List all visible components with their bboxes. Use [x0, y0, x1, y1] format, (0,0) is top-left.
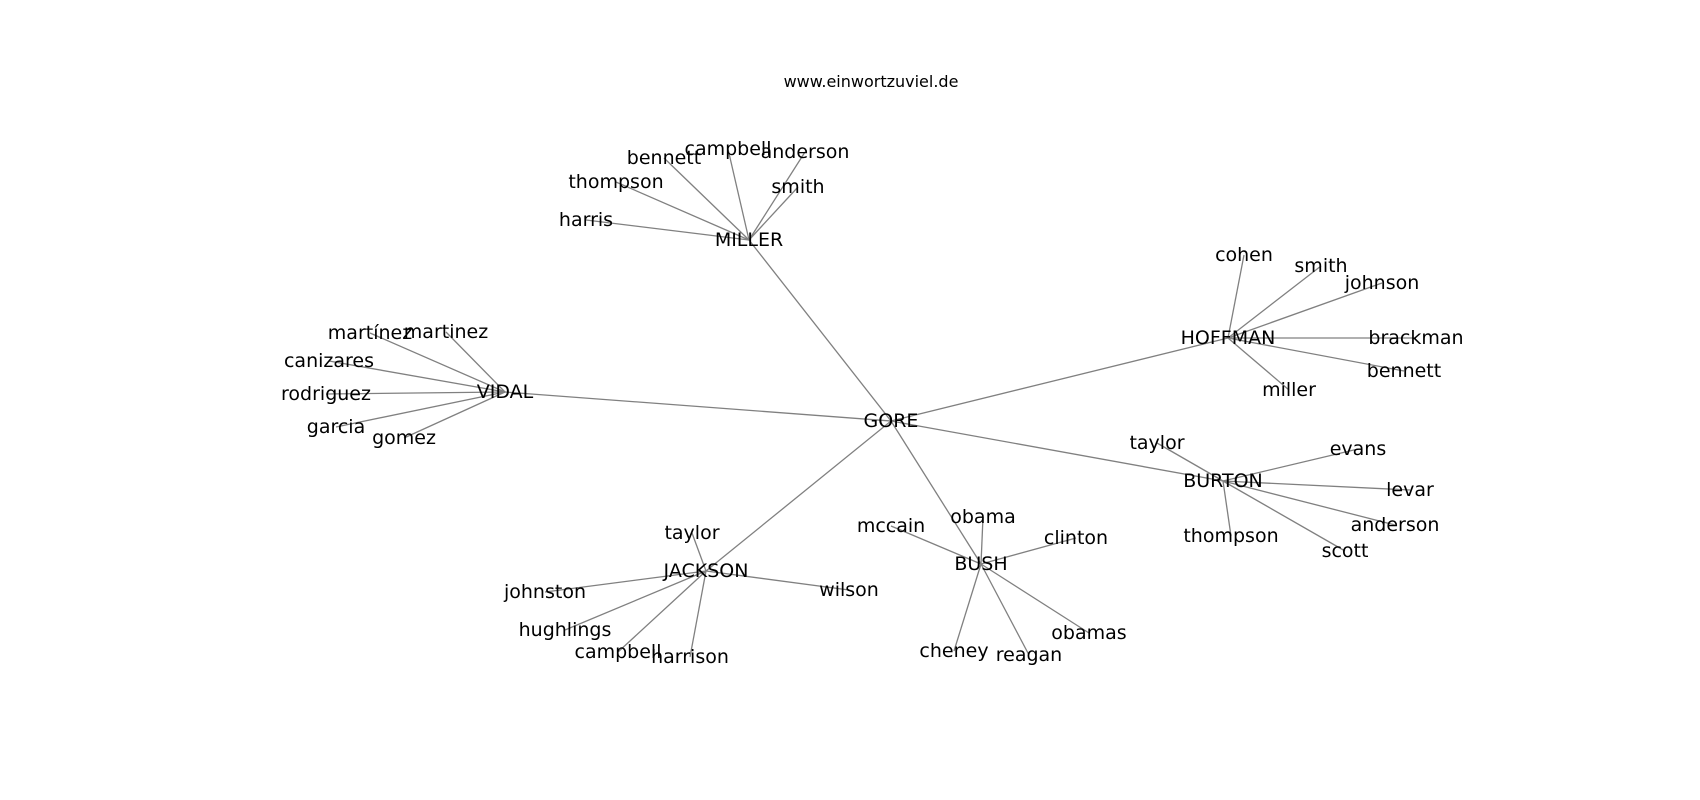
edge-burton-burton-scott — [1222, 480, 1346, 552]
node-bush-obamas: obamas — [1051, 622, 1126, 644]
edge-hoffman-hoffman-miller — [1227, 337, 1290, 391]
node-bush: BUSH — [954, 553, 1007, 575]
edge-miller-miller-anderson — [748, 151, 806, 241]
node-hoffman-cohen: cohen — [1215, 244, 1273, 266]
edge-jackson-jackson-wilson — [705, 570, 850, 591]
graph-labels: GORE MILLER VIDAL HOFFMAN BURTON BUSH JACKSON b… — [281, 138, 1464, 668]
node-vidal-martinez-accent: martínez — [328, 322, 412, 344]
edge-hoffman-hoffman-smith — [1227, 265, 1322, 339]
edge-bush-bush-reagan — [980, 563, 1030, 656]
node-burton-taylor: taylor — [1129, 432, 1184, 454]
edge-gore-burton — [890, 420, 1224, 482]
edge-vidal-vidal-garcia — [335, 391, 506, 428]
node-bush-cheney: cheney — [919, 640, 988, 662]
edge-burton-burton-levar — [1222, 480, 1411, 491]
node-burton-anderson: anderson — [1351, 514, 1440, 536]
node-miller-thompson: thompson — [568, 171, 663, 193]
node-hoffman-brackman: brackman — [1368, 327, 1463, 349]
node-bush-reagan: reagan — [996, 644, 1062, 666]
edge-hoffman-hoffman-cohen — [1227, 254, 1245, 339]
node-burton: BURTON — [1183, 470, 1263, 492]
node-gore: GORE — [864, 410, 919, 432]
node-vidal-canizares: canizares — [284, 350, 374, 372]
node-miller-smith: smith — [771, 176, 824, 198]
node-hoffman: HOFFMAN — [1181, 327, 1276, 349]
edge-gore-bush — [890, 420, 982, 565]
graph-edges — [325, 148, 1416, 658]
node-jackson-harrison: harrison — [651, 646, 729, 668]
edge-burton-burton-anderson — [1222, 480, 1396, 526]
node-jackson-johnston: johnston — [503, 581, 586, 603]
edge-vidal-vidal-gomez — [403, 391, 506, 439]
edge-bush-bush-clinton — [980, 537, 1077, 565]
edge-jackson-jackson-harrison — [689, 570, 707, 658]
edge-miller-miller-thompson — [615, 181, 750, 241]
edge-burton-burton-evans — [1222, 448, 1359, 482]
node-burton-levar: levar — [1386, 479, 1434, 501]
edge-miller-miller-campbell — [727, 148, 750, 241]
node-jackson-taylor: taylor — [664, 522, 719, 544]
edge-miller-miller-harris — [585, 219, 750, 241]
node-jackson-wilson: wilson — [819, 579, 879, 601]
edge-vidal-vidal-martinez — [445, 331, 506, 393]
node-vidal-martinez: martinez — [404, 321, 488, 343]
edge-burton-burton-thompson — [1222, 480, 1232, 537]
node-burton-scott: scott — [1322, 540, 1369, 562]
node-jackson: JACKSON — [663, 560, 749, 582]
edge-bush-bush-mccain — [890, 525, 982, 565]
node-bush-obama: obama — [950, 506, 1015, 528]
edge-jackson-jackson-hughlings — [564, 570, 707, 631]
page-title: www.einwortzuviel.de — [783, 72, 959, 91]
edge-bush-bush-obama — [980, 516, 984, 565]
node-hoffman-smith: smith — [1294, 255, 1347, 277]
edge-gore-hoffman — [890, 337, 1229, 422]
node-jackson-campbell: campbell — [575, 641, 662, 663]
edge-miller-miller-bennett — [663, 157, 750, 241]
node-miller-harris: harris — [559, 209, 613, 231]
node-bush-clinton: clinton — [1044, 527, 1108, 549]
node-vidal-garcia: garcia — [307, 416, 365, 438]
edge-jackson-jackson-taylor — [691, 532, 707, 572]
edge-jackson-jackson-johnston — [544, 570, 707, 593]
edge-gore-miller — [748, 239, 892, 422]
edge-miller-miller-smith — [748, 186, 799, 241]
edge-hoffman-hoffman-johnson — [1227, 282, 1383, 339]
edge-gore-jackson — [705, 420, 892, 572]
edge-hoffman-hoffman-bennett — [1227, 337, 1405, 372]
node-burton-evans: evans — [1330, 438, 1387, 460]
node-jackson-hughlings: hughlings — [519, 619, 612, 641]
node-burton-thompson: thompson — [1183, 525, 1278, 547]
node-bush-mccain: mccain — [857, 515, 925, 537]
node-miller-anderson: anderson — [761, 141, 850, 163]
node-hoffman-miller: miller — [1262, 379, 1316, 401]
node-miller-campbell: campbell — [685, 138, 772, 160]
edge-bush-bush-obamas — [980, 563, 1090, 634]
edge-vidal-vidal-rodriguez — [325, 391, 506, 395]
edge-gore-vidal — [504, 391, 892, 422]
edge-bush-bush-cheney — [953, 563, 982, 652]
edge-vidal-vidal-canizares — [328, 360, 506, 393]
edge-vidal-vidal-martinez-accent — [369, 332, 506, 393]
node-miller-bennett: bennett — [627, 147, 701, 169]
edge-jackson-jackson-campbell — [617, 570, 707, 653]
node-hoffman-johnson: johnson — [1344, 272, 1420, 294]
node-miller: MILLER — [715, 229, 783, 251]
node-vidal-gomez: gomez — [372, 427, 436, 449]
edge-burton-burton-taylor — [1156, 442, 1224, 482]
node-vidal-rodriguez: rodriguez — [281, 383, 371, 405]
node-vidal: VIDAL — [477, 381, 534, 403]
node-hoffman-bennett: bennett — [1367, 360, 1441, 382]
